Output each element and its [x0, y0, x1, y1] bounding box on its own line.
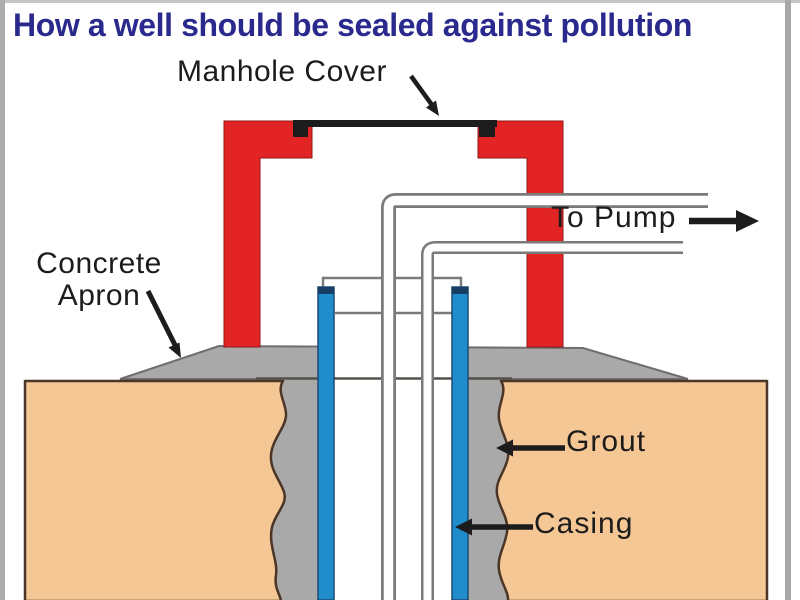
image-border-left: [0, 0, 5, 600]
soil-left: [23, 379, 288, 600]
manhole-cover-arrow: [409, 74, 439, 116]
pump-pipe: [421, 241, 683, 600]
concrete-apron-arrow: [145, 289, 181, 358]
to-pump-arrow: [689, 210, 759, 232]
drop-pipe: [381, 193, 708, 600]
manhole-cover-label: Manhole Cover: [177, 55, 387, 88]
image-border-right: [785, 0, 791, 600]
casing-label: Casing: [534, 507, 634, 540]
manhole-frame-left: [223, 120, 313, 348]
casing-right: [451, 286, 469, 600]
casing-left: [317, 286, 335, 600]
manhole-cover-shape: [293, 120, 497, 137]
manhole-frame-right: [477, 120, 564, 348]
soil-right: [495, 379, 769, 600]
to-pump-label: To Pump: [551, 201, 677, 234]
casing-arrow: [455, 518, 533, 536]
grout-arrow: [496, 439, 565, 457]
diagram-title: How a well should be sealed against poll…: [13, 7, 692, 43]
image-border-top: [0, 0, 800, 3]
grout-label: Grout: [566, 425, 647, 458]
concrete-apron-label-line2: Apron: [57, 279, 141, 313]
concrete-apron-label-line1: Concrete: [36, 247, 162, 280]
concrete-apron-label: Concrete Apron: [18, 247, 180, 313]
